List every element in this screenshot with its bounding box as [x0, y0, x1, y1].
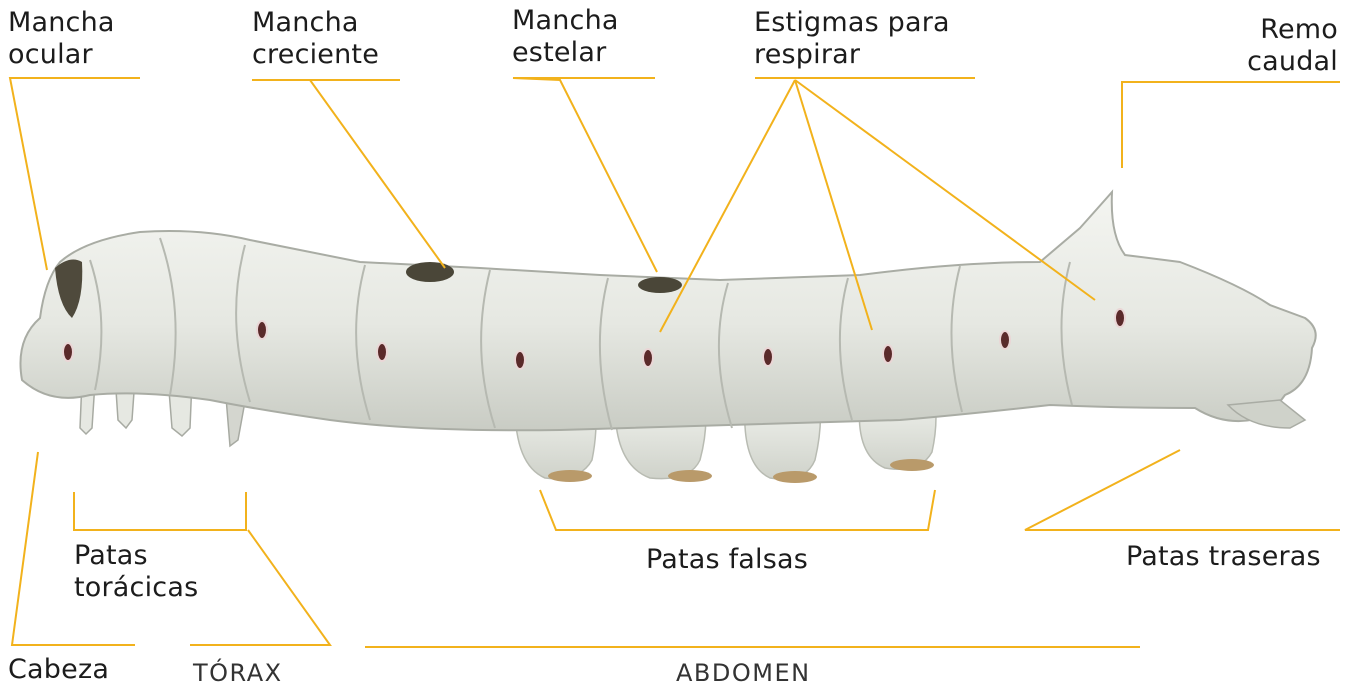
- label-mancha-creciente: Mancha creciente: [252, 7, 379, 71]
- leader-patas-traseras: [1025, 450, 1340, 530]
- label-remo-caudal: Remo caudal: [1247, 14, 1338, 78]
- label-patas-toracicas: Patas torácicas: [74, 540, 198, 604]
- label-mancha-estelar: Mancha estelar: [512, 5, 619, 69]
- leader-patas-falsas: [540, 490, 935, 530]
- label-torax: TÓRAX: [193, 657, 283, 689]
- leader-patas-toracicas: [74, 492, 246, 530]
- label-estigmas: Estigmas para respirar: [754, 7, 950, 71]
- leader-mancha-creciente: [252, 80, 445, 268]
- star-spot: [638, 277, 682, 293]
- rear-leg: [1228, 400, 1305, 428]
- leader-mancha-estelar: [513, 78, 657, 272]
- label-abdomen: ABDOMEN: [676, 657, 811, 689]
- label-mancha-ocular: Mancha ocular: [8, 7, 115, 71]
- label-cabeza: Cabeza: [8, 654, 109, 686]
- leader-remo-caudal: [1122, 82, 1340, 168]
- label-patas-traseras: Patas traseras: [1126, 541, 1321, 573]
- caterpillar-illustration: [20, 192, 1315, 483]
- crescent-spot: [406, 262, 454, 282]
- leader-torax: [190, 530, 330, 645]
- label-patas-falsas: Patas falsas: [646, 544, 808, 576]
